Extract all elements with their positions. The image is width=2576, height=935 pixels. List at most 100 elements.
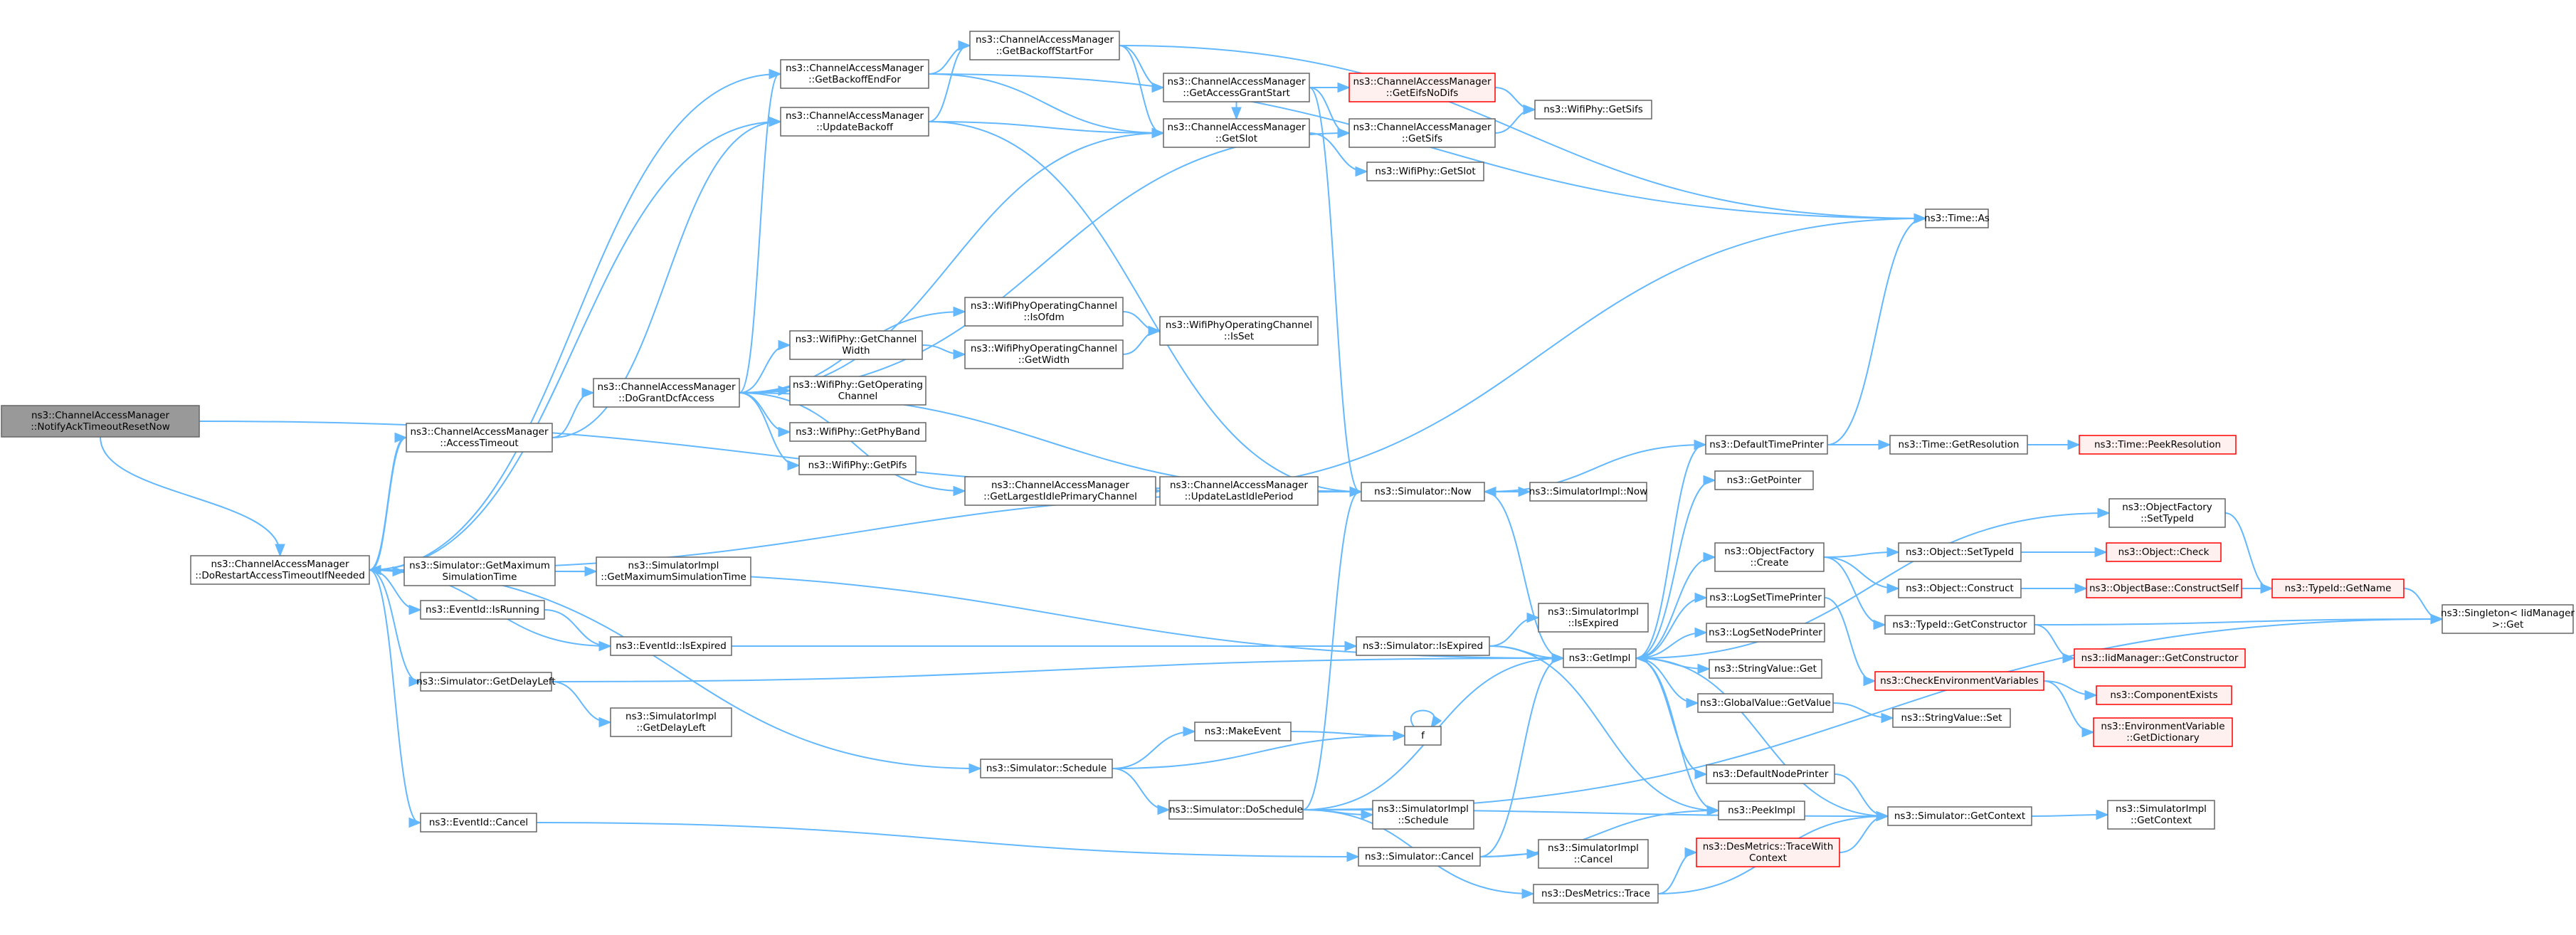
node-label-line: ns3::Object::Construct	[1906, 583, 2014, 594]
node-updatelastidle[interactable]: ns3::ChannelAccessManager::UpdateLastIdl…	[1159, 476, 1319, 506]
node-getphyband[interactable]: ns3::WifiPhy::GetPhyBand	[789, 422, 927, 442]
node-stringvalue-set[interactable]: ns3::StringValue::Set	[1892, 708, 2011, 728]
node-typeid-getname[interactable]: ns3::TypeId::GetName	[2271, 579, 2405, 598]
node-updatebackoff[interactable]: ns3::ChannelAccessManager::UpdateBackoff	[780, 107, 929, 137]
node-defaulttimeprinter[interactable]: ns3::DefaultTimePrinter	[1705, 435, 1828, 455]
node-simimpl-now[interactable]: ns3::SimulatorImpl::Now	[1529, 482, 1647, 502]
edge-dorestart-to-getbackoffend	[369, 74, 779, 571]
edge-geteifs-to-phy_getsifs	[1494, 87, 1534, 110]
node-peekimpl[interactable]: ns3::PeekImpl	[1718, 801, 1805, 820]
node-phy-getsifs[interactable]: ns3::WifiPhy::GetSifs	[1534, 100, 1652, 120]
node-box	[1898, 542, 2022, 562]
node-label-line: ns3::ChannelAccessManager	[976, 34, 1114, 46]
node-phy-getslot[interactable]: ns3::WifiPhy::GetSlot	[1366, 162, 1484, 181]
edge-getimpl-to-objfactory_settypeid	[1635, 513, 2108, 659]
node-time-as[interactable]: ns3::Time::As	[1924, 208, 1990, 228]
node-label-line: ns3::ChannelAccessManager	[410, 426, 549, 438]
node-time-peekres[interactable]: ns3::Time::PeekResolution	[2079, 435, 2237, 455]
edge-sim_getcontext-to-simimpl_getcontext	[2031, 815, 2106, 816]
node-label-line: ::DoRestartAccessTimeoutIfNeeded	[195, 570, 365, 581]
node-logsetnodeprinter[interactable]: ns3::LogSetNodePrinter	[1706, 623, 1825, 643]
node-sim-getmaxtime[interactable]: ns3::Simulator::GetMaximumSimulationTime	[403, 556, 556, 586]
node-objfactory-create[interactable]: ns3::ObjectFactory::Create	[1714, 542, 1825, 572]
node-objfactory-settypeid[interactable]: ns3::ObjectFactory::SetTypeId	[2108, 498, 2226, 528]
node-object-construct[interactable]: ns3::Object::Construct	[1898, 579, 2022, 598]
node-label-line: ns3::SimulatorImpl	[625, 711, 717, 722]
node-label-line: ::UpdateLastIdlePeriod	[1185, 491, 1294, 502]
node-accesstimeout[interactable]: ns3::ChannelAccessManager::AccessTimeout	[406, 423, 553, 453]
node-getpifs[interactable]: ns3::WifiPhy::GetPifs	[798, 455, 917, 475]
node-makeevent[interactable]: ns3::MakeEvent	[1194, 722, 1292, 741]
node-time-getres[interactable]: ns3::Time::GetResolution	[1889, 435, 2028, 455]
node-singleton-get[interactable]: ns3::Singleton< IidManager >::Get	[2441, 604, 2575, 634]
node-componentexists[interactable]: ns3::ComponentExists	[2096, 685, 2232, 705]
node-sim-doschedule[interactable]: ns3::Simulator::DoSchedule	[1168, 800, 1304, 820]
node-sim-isexpired[interactable]: ns3::Simulator::IsExpired	[1356, 636, 1490, 656]
node-logsettimeprinter[interactable]: ns3::LogSetTimePrinter	[1706, 588, 1825, 608]
node-label-line: ns3::ChannelAccessManager	[786, 63, 924, 74]
node-object-check[interactable]: ns3::Object::Check	[2106, 542, 2222, 562]
node-eventid-cancel[interactable]: ns3::EventId::Cancel	[420, 813, 537, 833]
node-sim-schedule[interactable]: ns3::Simulator::Schedule	[980, 759, 1113, 778]
node-label-line: Channel	[838, 391, 877, 402]
edge-dogrant-to-getbackoffend	[739, 74, 779, 393]
node-desmetrics-trace[interactable]: ns3::DesMetrics::Trace	[1533, 884, 1659, 904]
node-root[interactable]: ns3::ChannelAccessManager::NotifyAckTime…	[1, 405, 200, 438]
node-box	[1696, 838, 1840, 867]
node-dorestart[interactable]: ns3::ChannelAccessManager::DoRestartAcce…	[190, 555, 370, 585]
node-label-line: ::IsSet	[1224, 331, 1254, 342]
node-label-line: ns3::WifiPhy::GetPhyBand	[796, 426, 920, 438]
node-eventid-isrunning[interactable]: ns3::EventId::IsRunning	[420, 600, 545, 620]
node-label-line: ::GetBackoffStartFor	[996, 46, 1094, 57]
node-sim-getcontext[interactable]: ns3::Simulator::GetContext	[1887, 806, 2032, 826]
node-box	[1889, 435, 2028, 455]
node-label-line: ::Create	[1751, 557, 1789, 569]
node-sim-getdelayleft[interactable]: ns3::Simulator::GetDelayLeft	[416, 672, 556, 692]
node-getimpl[interactable]: ns3::GetImpl	[1563, 648, 1637, 668]
node-stringvalue-get[interactable]: ns3::StringValue::Get	[1709, 659, 1822, 679]
node-object-settypeid[interactable]: ns3::Object::SetTypeId	[1898, 542, 2022, 562]
node-getbackoffstart[interactable]: ns3::ChannelAccessManager::GetBackoffSta…	[969, 31, 1120, 60]
node-globalvalue-getvalue[interactable]: ns3::GlobalValue::GetValue	[1697, 693, 1834, 713]
node-iidmanager-getconstructor[interactable]: ns3::IidManager::GetConstructor	[2074, 648, 2246, 668]
node-simimpl-isexpired[interactable]: ns3::SimulatorImpl::IsExpired	[1538, 603, 1649, 633]
node-sim-now[interactable]: ns3::Simulator::Now	[1361, 482, 1485, 502]
node-label-line: ::GetLargestIdlePrimaryChannel	[983, 491, 1137, 502]
node-dogrant[interactable]: ns3::ChannelAccessManager::DoGrantDcfAcc…	[593, 378, 740, 408]
node-isofdm[interactable]: ns3::WifiPhyOperatingChannel::IsOfdm	[964, 297, 1124, 327]
node-eventid-isexpired[interactable]: ns3::EventId::IsExpired	[610, 636, 732, 656]
node-simimpl-cancel[interactable]: ns3::SimulatorImpl::Cancel	[1538, 839, 1649, 869]
node-checkenv[interactable]: ns3::CheckEnvironmentVariables	[1874, 671, 2044, 691]
node-box	[789, 422, 927, 442]
node-getlargest[interactable]: ns3::ChannelAccessManager::GetLargestIdl…	[964, 476, 1156, 506]
node-simimpl-getcontext[interactable]: ns3::SimulatorImpl::GetContext	[2107, 800, 2215, 830]
node-envvar-getdict[interactable]: ns3::EnvironmentVariable::GetDictionary	[2093, 717, 2233, 747]
node-typeid-getconstructor[interactable]: ns3::TypeId::GetConstructor	[1884, 615, 2035, 635]
node-box	[1887, 806, 2032, 826]
node-sim-cancel[interactable]: ns3::Simulator::Cancel	[1358, 847, 1481, 867]
edge-getimpl-to-peekimpl	[1635, 657, 1717, 810]
node-opchan-getwidth[interactable]: ns3::WifiPhyOperatingChannel::GetWidth	[964, 339, 1124, 369]
node-label-line: ns3::TypeId::GetConstructor	[1892, 619, 2027, 630]
edge-eventid_isrunning-to-eventid_isexpired	[544, 609, 609, 646]
node-cam-getsifs[interactable]: ns3::ChannelAccessManager::GetSifs	[1348, 118, 1496, 148]
node-getbackoffend[interactable]: ns3::ChannelAccessManager::GetBackoffEnd…	[780, 59, 929, 89]
node-defaultnodeprinter[interactable]: ns3::DefaultNodePrinter	[1706, 764, 1835, 784]
node-label-line: ::GetBackoffEndFor	[808, 74, 901, 85]
node-label-line: ns3::MakeEvent	[1205, 726, 1282, 737]
node-getaccessgrant[interactable]: ns3::ChannelAccessManager::GetAccessGran…	[1163, 73, 1310, 102]
node-cam-getslot[interactable]: ns3::ChannelAccessManager::GetSlot	[1163, 118, 1310, 148]
edge-globalvalue_getvalue-to-stringvalue_set	[1832, 702, 1891, 718]
edge-sim_doschedule-to-singleton_get	[1302, 619, 2441, 810]
node-getpointer[interactable]: ns3::GetPointer	[1714, 470, 1814, 490]
node-objbase-constructself[interactable]: ns3::ObjectBase::ConstructSelf	[2086, 579, 2242, 598]
node-simimpl-getdelayleft[interactable]: ns3::SimulatorImpl::GetDelayLeft	[610, 707, 732, 737]
node-geteifs[interactable]: ns3::ChannelAccessManager::GetEifsNoDifs	[1348, 73, 1496, 102]
node-simimpl-schedule[interactable]: ns3::SimulatorImpl::Schedule	[1372, 800, 1474, 830]
node-f[interactable]: f	[1404, 726, 1442, 746]
node-simimpl-getmaxtime[interactable]: ns3::SimulatorImpl::GetMaximumSimulation…	[596, 556, 751, 586]
node-opchan-isset[interactable]: ns3::WifiPhyOperatingChannel::IsSet	[1159, 316, 1319, 346]
